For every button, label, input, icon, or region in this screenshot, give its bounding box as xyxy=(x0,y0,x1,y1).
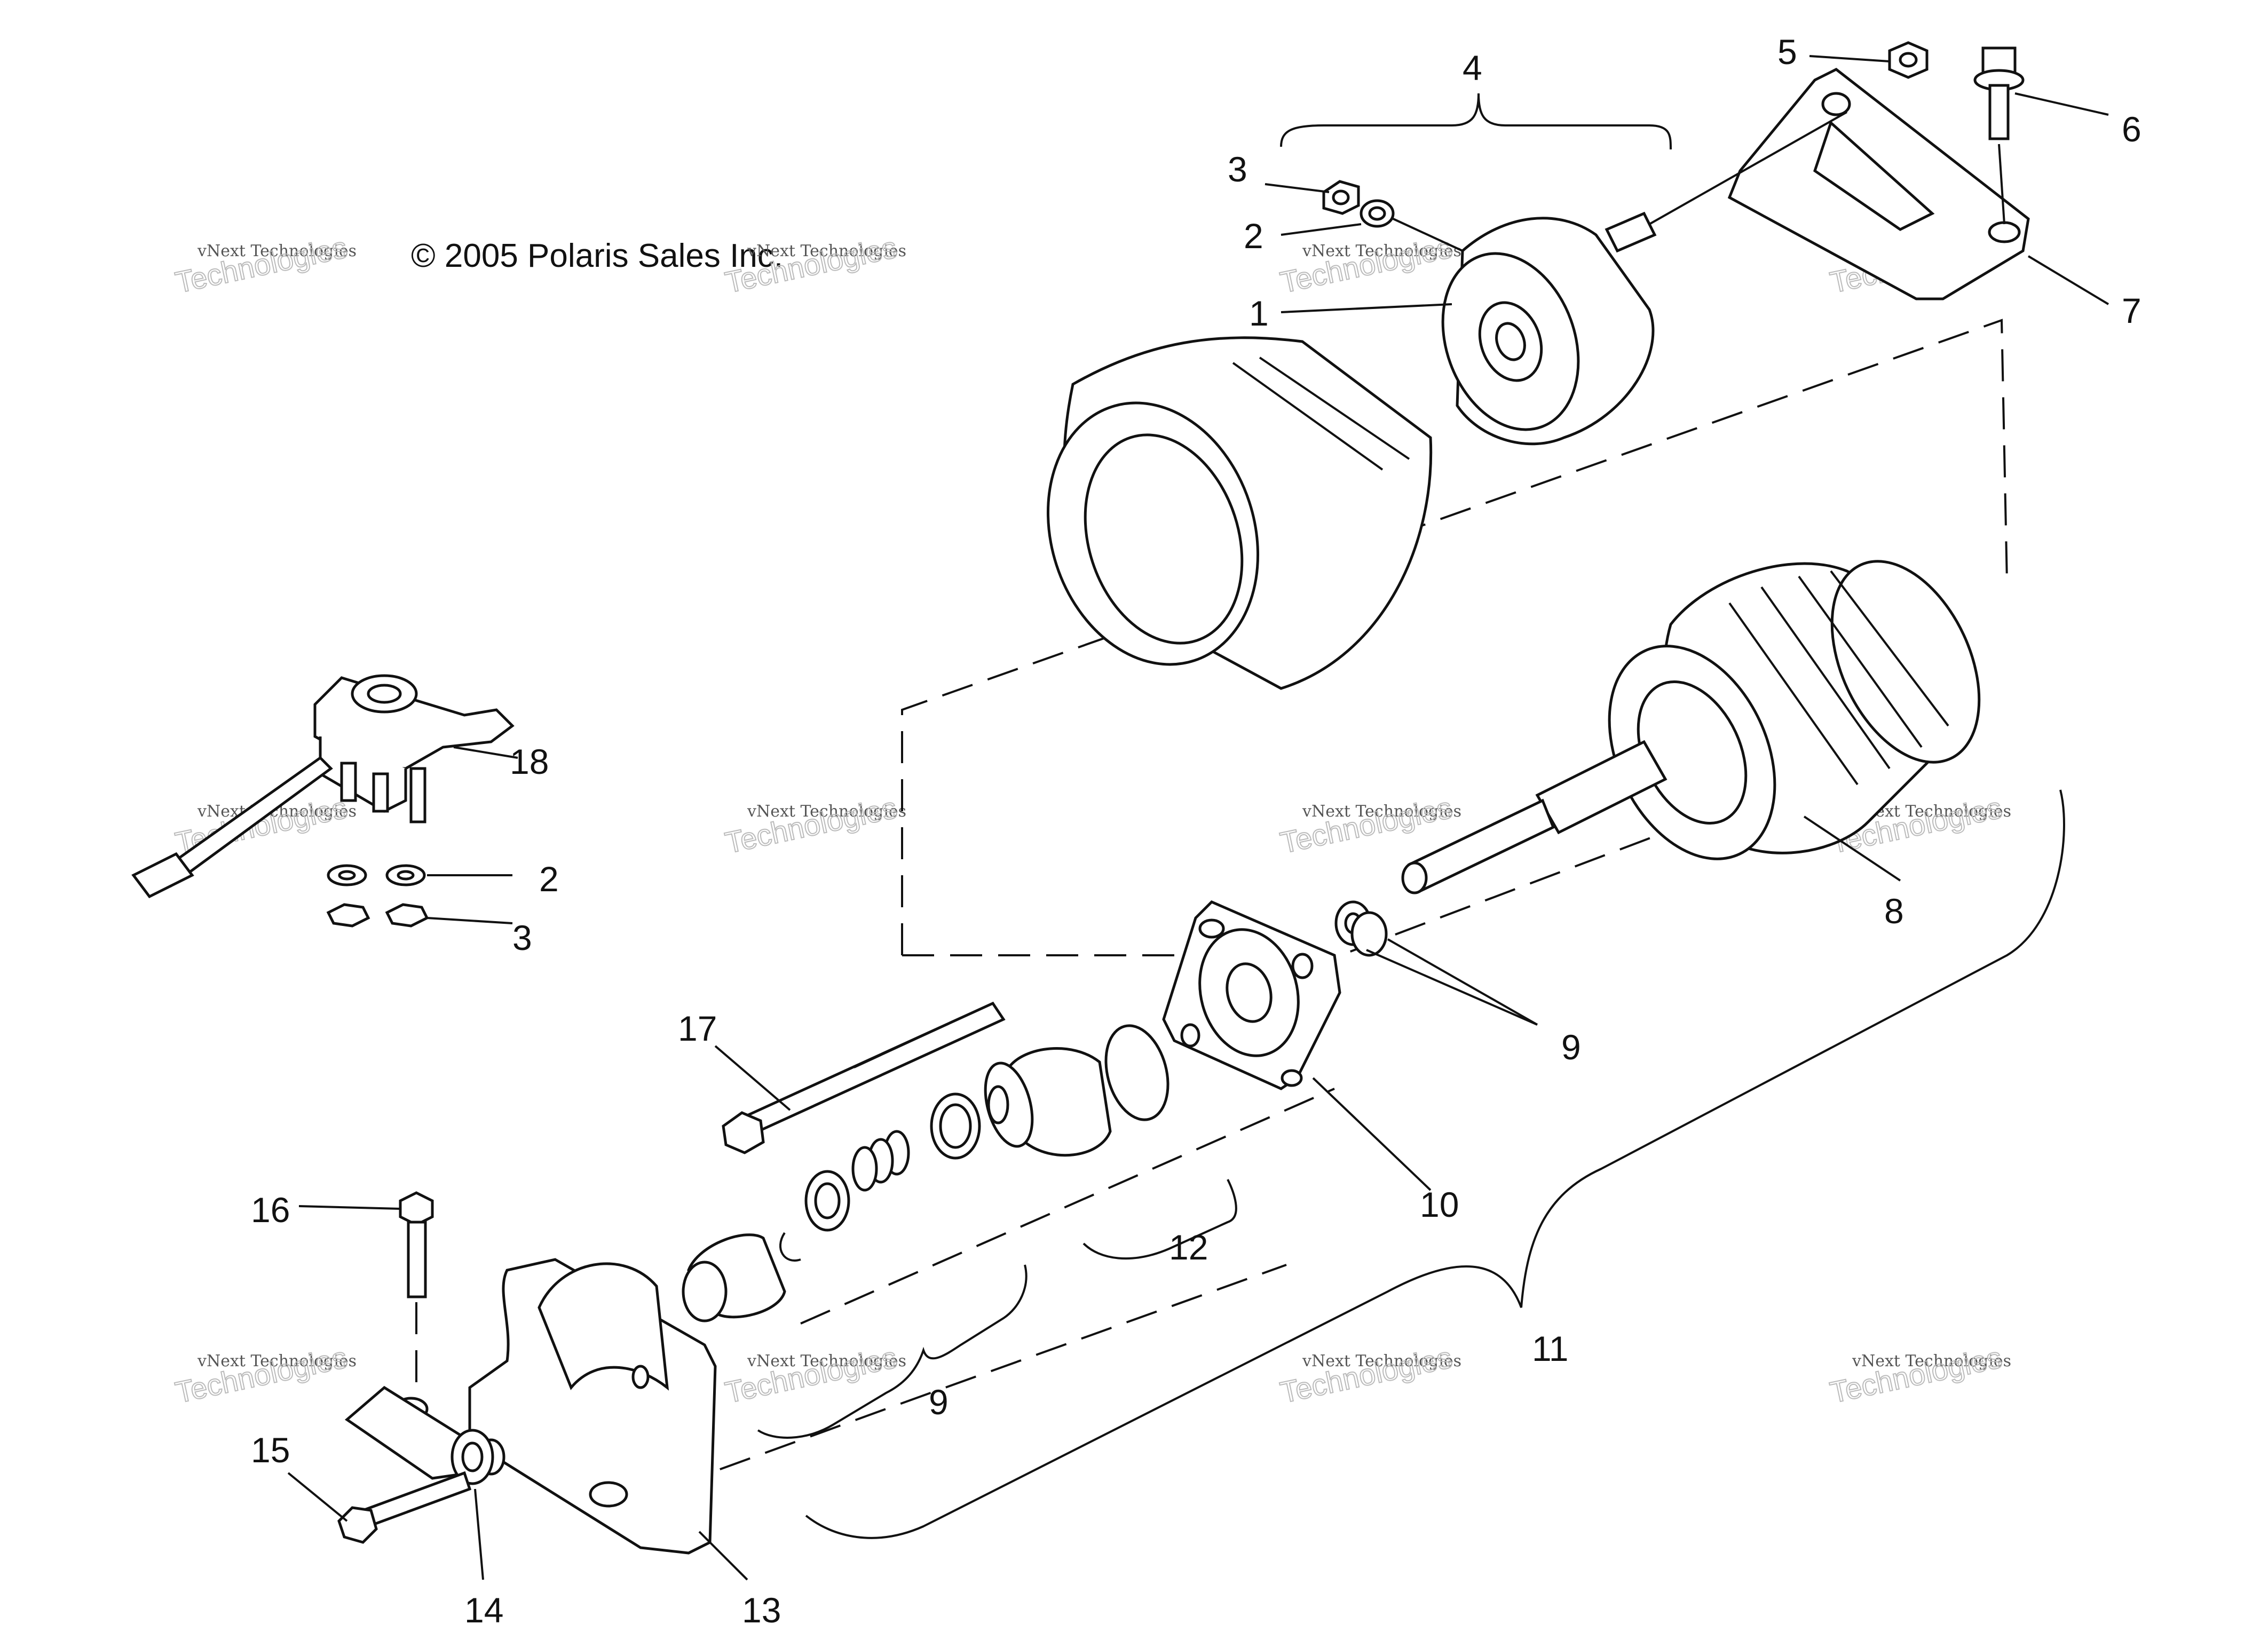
brace-4 xyxy=(1280,93,1672,150)
watermark: vNext Technologies Technologies xyxy=(722,790,906,860)
watermark: vNext Technologies Technologies xyxy=(172,229,357,300)
part-9-washers-top xyxy=(1334,900,1388,957)
watermark-line2: Technologies xyxy=(722,1340,900,1409)
housing-cylinder xyxy=(1046,336,1433,690)
watermark: vNext Technologies Technologies xyxy=(1277,229,1461,300)
watermark-line2: Technologies xyxy=(172,230,350,299)
part-15-bolt xyxy=(337,1471,472,1544)
part-3-nuts-solenoid xyxy=(326,903,429,928)
callout-10: 10 xyxy=(1420,1185,1459,1224)
callout-14: 14 xyxy=(464,1590,503,1630)
watermark-line1: vNext Technologies xyxy=(1302,242,1461,260)
callout-2: 2 xyxy=(539,859,559,899)
watermark-line2: Technologies xyxy=(1277,230,1455,299)
callout-1: 1 xyxy=(1249,294,1269,333)
callout-6: 6 xyxy=(2122,109,2141,149)
watermark-line2: Technologies xyxy=(1277,1340,1455,1409)
brace-11 xyxy=(805,789,2065,1539)
copyright-text: © 2005 Polaris Sales Inc. xyxy=(411,237,783,274)
watermark-line2: Technologies xyxy=(172,1340,350,1409)
watermark-line1: vNext Technologies xyxy=(747,1352,906,1370)
callout-18: 18 xyxy=(510,742,549,781)
watermark: vNext Technologies Technologies xyxy=(1827,1340,2011,1410)
callout-2: 2 xyxy=(1244,216,1263,256)
callout-7: 7 xyxy=(2122,291,2141,330)
watermark-line1: vNext Technologies xyxy=(1302,802,1461,821)
callout-15: 15 xyxy=(251,1430,290,1470)
part-16-bolt xyxy=(399,1191,434,1388)
part-14-washer xyxy=(451,1429,494,1485)
watermark-line1: vNext Technologies xyxy=(197,1352,357,1370)
part-7-mounting-bracket xyxy=(1727,68,2030,300)
part-13-mount-bracket xyxy=(344,1258,717,1555)
part-5-nut xyxy=(1888,41,1929,79)
watermark-line1: vNext Technologies xyxy=(197,242,357,260)
part-2-washer-top xyxy=(1360,199,1395,228)
brace-9 xyxy=(757,1264,1028,1439)
callout-8: 8 xyxy=(1884,891,1904,931)
part-18-solenoid xyxy=(131,674,515,899)
watermark-line1: vNext Technologies xyxy=(1852,1352,2011,1370)
stud-line xyxy=(1393,218,1463,252)
bracket-braces xyxy=(757,93,2065,1539)
leader-lines xyxy=(287,55,2109,1581)
callout-12: 12 xyxy=(1169,1227,1208,1267)
part-1-end-cap xyxy=(1441,111,1847,446)
part-3-nut-top xyxy=(1322,180,1360,215)
part-12-pinion-group xyxy=(930,1024,1169,1160)
callout-4: 4 xyxy=(1463,48,1482,88)
part-8-armature xyxy=(1401,560,1981,894)
part-9-spring-group xyxy=(682,1130,910,1322)
part-2-washers-solenoid xyxy=(327,864,426,886)
callout-16: 16 xyxy=(251,1190,290,1230)
watermark-line2: Technologies xyxy=(1277,790,1455,860)
watermark-line1: vNext Technologies xyxy=(747,802,906,821)
callout-9: 9 xyxy=(929,1382,949,1422)
callout-3: 3 xyxy=(1228,149,1247,189)
watermark-line2: Technologies xyxy=(722,790,900,860)
watermark: vNext Technologies Technologies xyxy=(1277,1340,1461,1410)
assembly-outline xyxy=(709,319,2008,1475)
brace-12 xyxy=(1082,1179,1237,1260)
callout-11: 11 xyxy=(1532,1329,1569,1368)
callout-17: 17 xyxy=(678,1009,717,1048)
watermark-line1: vNext Technologies xyxy=(1302,1352,1461,1370)
part-17-through-bolt xyxy=(722,1001,1006,1154)
callout-13: 13 xyxy=(742,1590,781,1630)
callout-labels: 1 2 3 4 5 6 7 8 9 10 11 12 9 13 14 15 16… xyxy=(251,32,2141,1630)
callout-9: 9 xyxy=(1561,1027,1581,1067)
watermark: vNext Technologies Technologies xyxy=(172,1340,357,1410)
callout-5: 5 xyxy=(1777,32,1797,72)
watermark: vNext Technologies Technologies xyxy=(722,1340,906,1410)
watermark-line2: Technologies xyxy=(1827,1340,2005,1409)
part-10-front-plate xyxy=(1162,900,1341,1090)
watermark: vNext Technologies Technologies xyxy=(1277,790,1461,860)
callout-3: 3 xyxy=(512,918,532,957)
part-6-bolt xyxy=(1973,46,2025,225)
watermark-line1: vNext Technologies xyxy=(747,242,906,260)
